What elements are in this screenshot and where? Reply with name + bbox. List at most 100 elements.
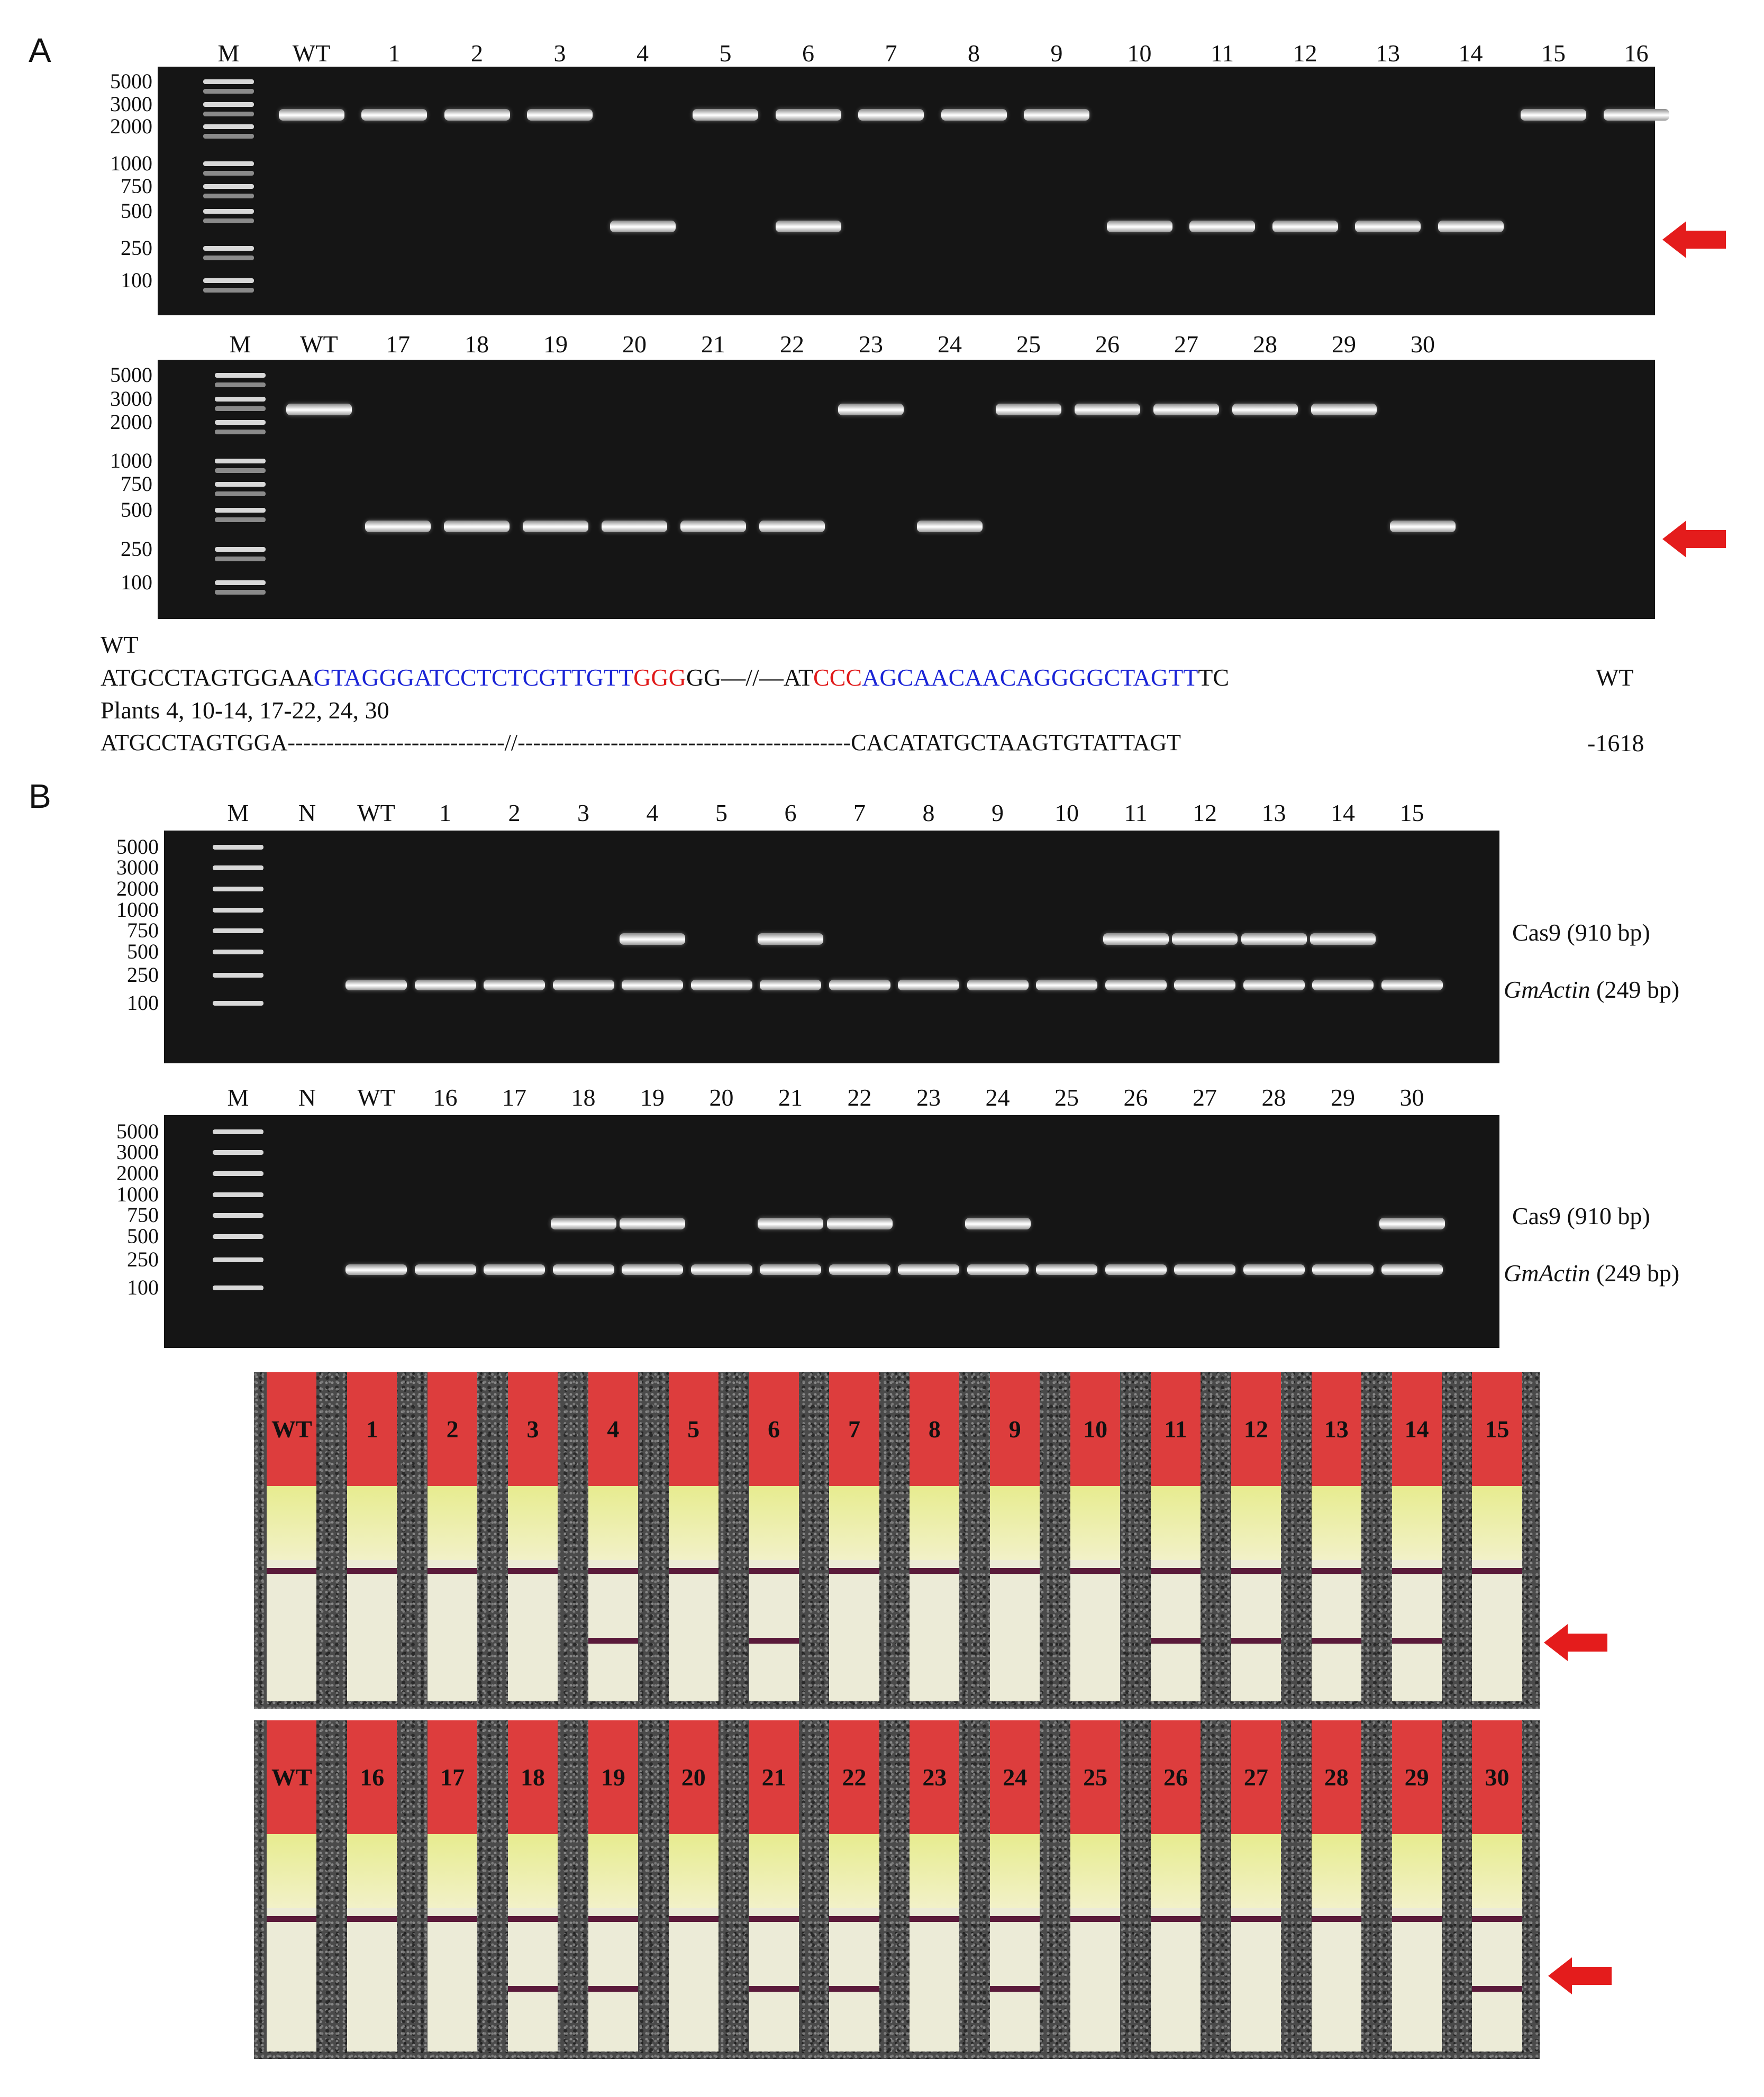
gel-band-actin xyxy=(484,1264,545,1275)
strip-cap: 20 xyxy=(668,1720,719,1834)
test-strip: 16 xyxy=(347,1720,397,2052)
gel-band-large xyxy=(1603,108,1669,121)
seq-wt-part1: ATGCCTAGTGGAA xyxy=(101,664,314,691)
gel-band-actin xyxy=(414,979,476,990)
control-line xyxy=(347,1916,397,1922)
ladder-label: 500 xyxy=(121,198,152,223)
lane-label: 28 xyxy=(1261,1084,1286,1111)
ladder-band xyxy=(203,288,254,293)
gel-band-actin xyxy=(1036,979,1097,990)
gel-band-small xyxy=(1106,221,1172,233)
control-line xyxy=(347,1568,397,1574)
gel-band-cas9 xyxy=(620,1217,685,1229)
strip-cap: 22 xyxy=(829,1720,879,1834)
lane-label: 12 xyxy=(1193,799,1217,826)
lane-label: N xyxy=(298,1084,316,1111)
ladder-band xyxy=(215,517,266,523)
ladder-label: 5000 xyxy=(110,363,152,387)
gel-band-actin xyxy=(898,979,959,990)
ladder-band xyxy=(215,590,266,595)
gel-band-actin xyxy=(622,979,683,990)
lane-label: 7 xyxy=(885,40,897,67)
test-strip: 14 xyxy=(1392,1372,1442,1701)
test-strip: 1 xyxy=(347,1372,397,1701)
lane-label: 6 xyxy=(802,40,814,67)
lane-label: 13 xyxy=(1376,40,1400,67)
ladder-label: 1000 xyxy=(116,1182,159,1206)
strip-cap: 12 xyxy=(1231,1372,1281,1486)
ladder-band xyxy=(215,468,266,473)
lane-label: 19 xyxy=(543,331,568,358)
gel-band-actin xyxy=(967,979,1029,990)
control-line xyxy=(1392,1568,1442,1574)
arrow-icon xyxy=(1662,521,1726,558)
gel-band-actin xyxy=(1036,1264,1097,1275)
ladder-label: 1000 xyxy=(110,449,152,473)
strip-pad xyxy=(507,1834,558,1908)
lane-label: 3 xyxy=(553,40,566,67)
gel-band-actin xyxy=(690,979,752,990)
strip-pad xyxy=(267,1834,317,1908)
control-line xyxy=(1150,1568,1201,1574)
cas9-label: Cas9 (910 bp) xyxy=(1512,919,1650,946)
ladder-band xyxy=(203,102,254,107)
test-strip: 8 xyxy=(910,1372,960,1701)
gel-band-cas9 xyxy=(1379,1217,1445,1229)
lane-label: 7 xyxy=(853,799,866,826)
gel-band-small xyxy=(680,520,746,532)
ladder-label: 2000 xyxy=(116,1161,159,1185)
gel-band-cas9 xyxy=(1172,933,1238,945)
gel-band-actin xyxy=(414,1264,476,1275)
ladder-label: 2000 xyxy=(110,114,152,138)
strip-pad xyxy=(1392,1486,1442,1560)
strip-cap: 30 xyxy=(1472,1720,1522,1834)
lane-label: 16 xyxy=(1624,40,1649,67)
ladder-label: 500 xyxy=(127,1224,159,1248)
seq-plants-label: Plants 4, 10-14, 17-22, 24, 30 xyxy=(101,697,389,724)
strip-cap: 8 xyxy=(910,1372,960,1486)
test-strip: 4 xyxy=(588,1372,638,1701)
control-line xyxy=(1150,1916,1201,1922)
gel-band-actin xyxy=(829,1264,890,1275)
gel-band-large xyxy=(527,108,593,121)
ladder-label: 100 xyxy=(127,1275,159,1299)
gel-band-actin xyxy=(345,1264,407,1275)
ladder-label: 2000 xyxy=(110,409,152,434)
gel-b2 xyxy=(164,1115,1499,1348)
gel-band-small xyxy=(1355,221,1421,233)
ladder-band xyxy=(215,491,266,497)
control-line xyxy=(267,1916,317,1922)
test-strip: 29 xyxy=(1392,1720,1442,2052)
strip-cap: 26 xyxy=(1150,1720,1201,1834)
control-line xyxy=(990,1568,1040,1574)
ladder-band xyxy=(203,208,254,214)
test-line xyxy=(1150,1638,1201,1644)
lane-label: 1 xyxy=(439,799,451,826)
test-line xyxy=(1472,1986,1522,1992)
test-strip: 30 xyxy=(1472,1720,1522,2052)
test-strip: 12 xyxy=(1231,1372,1281,1701)
gel-band-large xyxy=(286,404,352,416)
control-line xyxy=(910,1568,960,1574)
gel-band-large xyxy=(858,108,924,121)
control-line xyxy=(267,1568,317,1574)
gel-band-actin xyxy=(898,1264,959,1275)
lane-label: 24 xyxy=(985,1084,1010,1111)
lane-label: 26 xyxy=(1095,331,1120,358)
ladder-band xyxy=(215,459,266,464)
gel-band-cas9 xyxy=(550,1217,616,1229)
ladder-band xyxy=(213,1129,263,1134)
strip-pad xyxy=(1070,1486,1121,1560)
lane-label: 26 xyxy=(1123,1084,1148,1111)
gel-band-actin xyxy=(690,1264,752,1275)
strip-cap: 19 xyxy=(588,1720,638,1834)
test-strip: 28 xyxy=(1311,1720,1361,2052)
test-strip: 2 xyxy=(428,1372,478,1701)
control-line xyxy=(668,1916,719,1922)
lane-label: WT xyxy=(300,331,338,358)
actin-gene: GmActin xyxy=(1504,1260,1590,1287)
gel-band-large xyxy=(1232,404,1298,416)
strip-cap: 24 xyxy=(990,1720,1040,1834)
gel-band-large xyxy=(1075,404,1140,416)
control-line xyxy=(749,1568,799,1574)
